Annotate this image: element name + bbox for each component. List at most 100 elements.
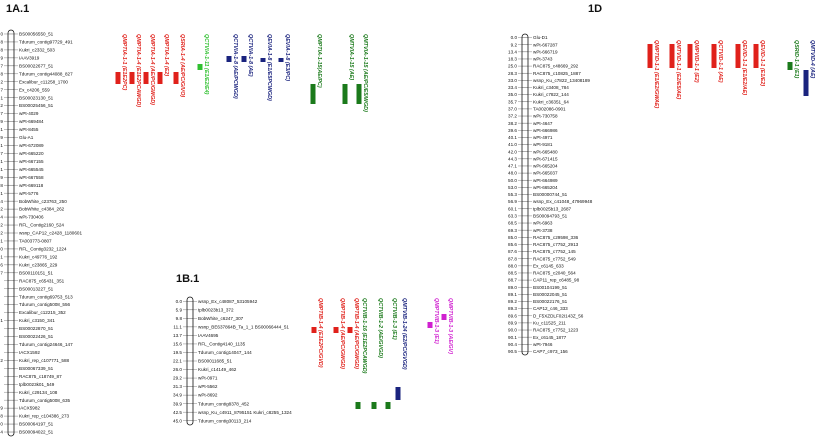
marker-name: Kukri_c29134_108 [19,390,58,395]
marker-name: Tdurum_contig14047_144 [198,350,252,355]
marker-position: 40.1 [508,135,517,140]
marker-name: wsnp_Ku_c7822_13408189 [533,78,590,83]
marker-name: BobWhite_c23763_250 [19,199,67,204]
marker-name: BS00022426_51 [19,334,54,339]
marker-position: 40.1 [0,191,3,196]
marker-position: 60.1 [508,206,517,211]
marker-position: 64.6 [0,262,3,267]
marker-name: IAAV3919 [19,55,40,60]
marker-position: 66.2 [0,358,3,363]
marker-position: 90.5 [508,349,517,354]
marker-name: wPt-8692 [198,393,218,398]
qtl-interval-bar [333,327,339,333]
qtl-label: QMPTID-1-1 (E1/E2/GWAE) [653,40,659,108]
qtl-label: QEVIA-1-8 (E3/PC) [284,34,290,81]
marker-name: BS00022870_51 [19,326,54,331]
marker-position: 89.9 [508,321,517,326]
qtl-interval-bar [371,402,377,409]
marker-name: BS00064197_51 [19,422,54,427]
marker-position: 13.4 [508,49,517,54]
marker-position: 65.7 [0,270,3,275]
marker-position: 13.7 [173,333,182,338]
marker-position: 90.4 [508,342,517,347]
marker-position: 5.8 [0,71,3,76]
marker-name: IACX5982 [19,406,40,411]
marker-position: 45.0 [173,418,182,423]
marker-position: 9.2 [511,42,518,47]
marker-name: IACX1592 [19,350,40,355]
marker-position: 3.7 [0,63,3,68]
linkage-group-1A1: 1A.10.0BS00056550_511.8Tdurum_contig9772… [0,3,368,437]
marker-name: wPt-6963 [533,221,553,226]
marker-position: 37.0 [508,107,517,112]
qtl-interval-bar [687,44,693,68]
marker-position: 48.0 [508,171,517,176]
marker-position: 39.6 [508,128,517,133]
marker-position: 22.1 [173,359,182,364]
marker-position: 61.0 [0,247,3,252]
marker-name: wPt-4647 [533,121,553,126]
marker-name: Glu-D1 [533,35,548,40]
marker-name: Tdurum_contig97729_491 [19,40,73,45]
marker-name: wPt-5776 [19,191,39,196]
qtl-interval-bar [115,72,121,84]
qtl-interval-bar [711,44,717,68]
marker-position: 87.6 [508,249,517,254]
marker-name: RAC875_c2040_564 [533,271,576,276]
marker-position: 89.0 [508,285,517,290]
marker-name: wsnp_BE637864B_Ta_1_1 BS00066444_51 [198,324,289,329]
marker-name: Kukri_c2332_503 [19,48,55,53]
qtl-interval-bar [143,72,149,84]
marker-position: 1.8 [0,40,3,45]
marker-position: 18.3 [508,57,517,62]
marker-position: 25.0 [508,64,517,69]
marker-name: Ex_c6145_1877 [533,335,567,340]
marker-name: RAC875_c7752_1223 [533,328,579,333]
marker-position: 42.5 [173,410,182,415]
qtl-interval-bar [157,72,163,84]
marker-name: D_F5XZDLF02I143Z_56 [533,313,584,318]
linkage-group-title: 1A.1 [6,3,29,15]
marker-name: wPt-665480 [533,149,558,154]
marker-name: wPt-666986 [533,128,558,133]
marker-position: 38.8 [0,183,3,188]
qtl-interval-bar [260,58,266,62]
marker-name: wPt-730758 [533,114,558,119]
qtl-label: QMTVIA-1-15 (AE) [348,34,354,80]
marker-name: Ex_c6145_633 [533,263,564,268]
marker-position: 35.0 [508,92,517,97]
marker-position: 47.2 [0,207,3,212]
qtl-label: QMPTIA-1-4 (E1E2PCAWGD) [135,34,141,107]
marker-name: wPt-5562 [198,384,218,389]
qtl-label: QMPTIB-1-4 (AE/PC/GWGD) [339,298,345,369]
marker-name: wsnp_Ex_c41048_47969948 [533,199,593,204]
marker-position: 36.9 [0,175,3,180]
qtl-interval-bar [241,56,247,62]
marker-name: Tdurum_contig5008_635 [19,398,71,403]
marker-name: BobWhite_c6247_307 [198,316,244,321]
marker-position: 37.2 [508,114,517,119]
marker-name: BS00104199_51 [533,285,568,290]
marker-name: wPt-666719 [533,49,558,54]
marker-position: 27.1 [0,143,3,148]
marker-position: 88.5 [508,271,517,276]
qtl-interval-bar [197,64,203,70]
marker-name: wPt-669118 [19,183,44,188]
marker-name: Kukri_c7822_144 [533,92,569,97]
marker-position: 69.3 [508,228,517,233]
marker-position: 47.1 [508,164,517,169]
marker-position: 29.7 [0,151,3,156]
marker-name: BS00094022_51 [19,430,54,435]
marker-name: RAC875_c10825_1887 [533,71,581,76]
qtl-label: QMTVIB-1-24 (E2/PC/GVGD) [401,298,407,370]
marker-position: 58.2 [0,231,3,236]
marker-name: wPt-3743 [533,57,553,62]
qtl-label: QMPTVIB-1-3 (AE/GV) [447,298,453,354]
marker-name: wPt-3738 [533,228,553,233]
marker-position: 28.3 [508,71,517,76]
qtl-label: QCTVID-1-1 (AE) [717,40,723,83]
marker-name: Kukri_c23865_229 [19,262,58,267]
qtl-interval-bar [647,44,653,68]
qtl-interval-bar [787,62,793,70]
